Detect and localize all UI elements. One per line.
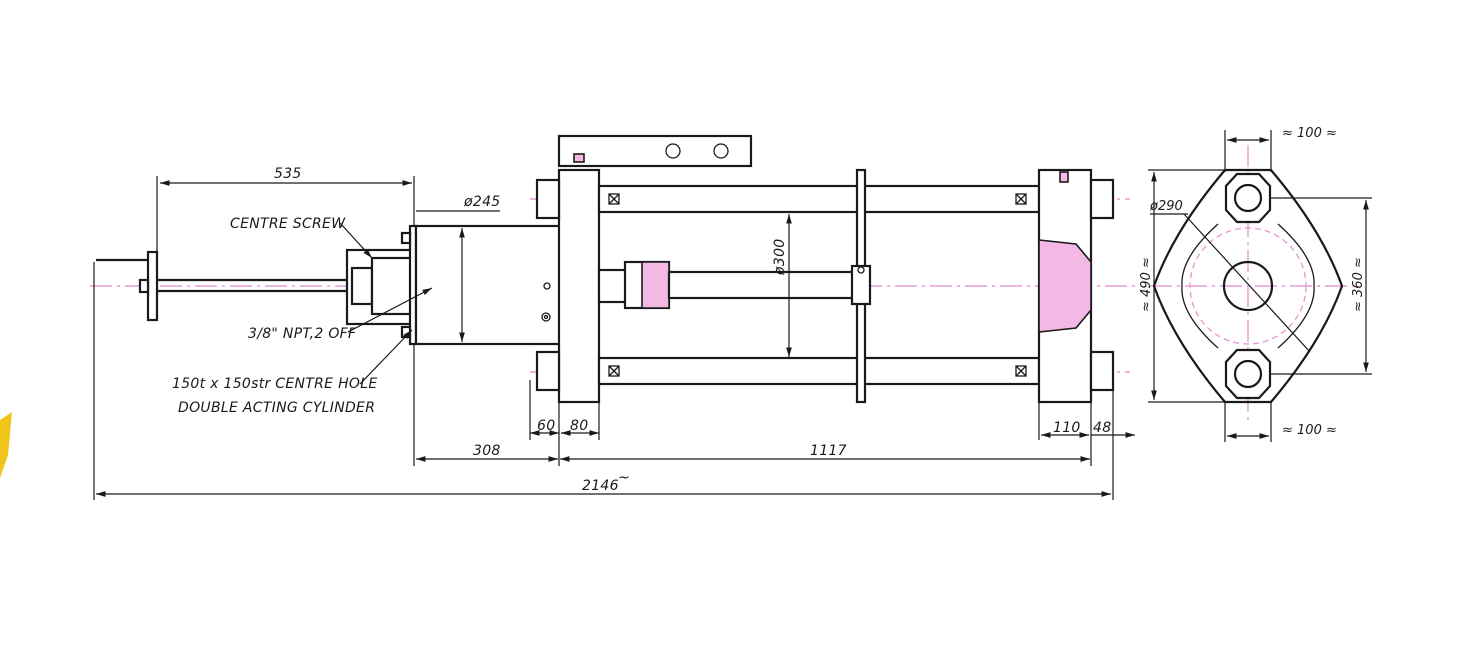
dim-48: 48 — [1093, 420, 1111, 436]
side-dimensions — [93, 176, 1135, 500]
dim-110: 110 — [1053, 420, 1081, 436]
dim-phi290: ø290 — [1149, 199, 1183, 214]
dim-60: 60 — [537, 418, 555, 434]
label-centre-screw: CENTRE SCREW — [230, 216, 346, 232]
yellow-corner-shape — [0, 412, 12, 478]
dim-2146: 2146 — [582, 478, 619, 494]
dim-308: 308 — [473, 443, 501, 459]
dim-490: ≈ 490 ≈ — [1139, 257, 1154, 312]
dim-phi245: ø245 — [463, 194, 501, 210]
label-npt: 3/8" NPT,2 OFF — [248, 326, 357, 342]
dim-360: ≈ 360 ≈ — [1351, 257, 1366, 312]
dim-535: 535 — [274, 166, 302, 182]
end-dimensions — [1148, 130, 1372, 442]
dim-tilde: ~ — [618, 470, 630, 486]
dim-bottom-100: ≈ 100 ≈ — [1282, 423, 1337, 438]
label-cylinder-line2: DOUBLE ACTING CYLINDER — [178, 400, 375, 416]
dim-top-100: ≈ 100 ≈ — [1282, 126, 1337, 141]
dim-1117: 1117 — [810, 443, 847, 459]
label-cylinder-line1: 150t x 150str CENTRE HOLE — [172, 376, 377, 392]
dim-phi300: ø300 — [772, 239, 788, 277]
dim-80: 80 — [570, 418, 588, 434]
side-elevation — [90, 134, 1135, 404]
end-view — [1150, 145, 1360, 425]
